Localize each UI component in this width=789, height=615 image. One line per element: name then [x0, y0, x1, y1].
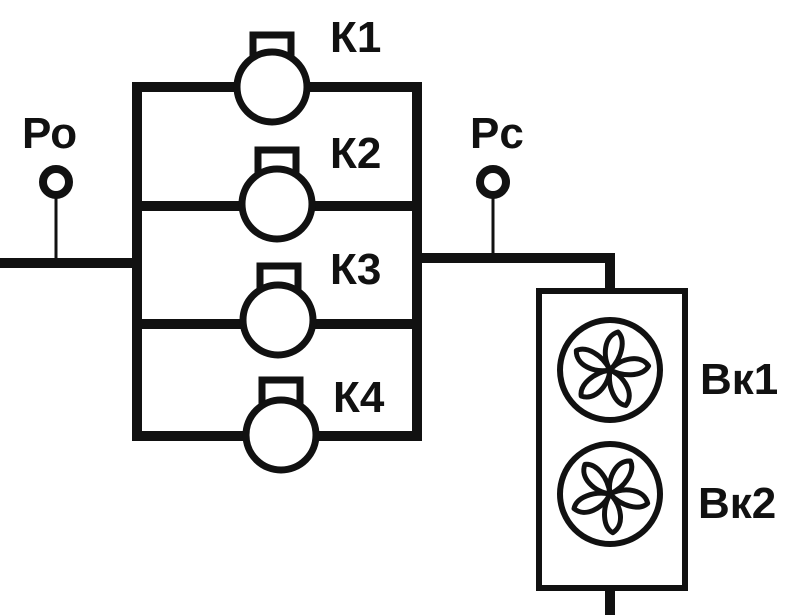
compressor-label-k4: К4: [333, 373, 385, 422]
compressor-label-k1: К1: [330, 13, 381, 62]
compressor-label-k2: К2: [330, 129, 381, 178]
fan-vk2: [557, 441, 663, 547]
compressor-k1: [233, 31, 311, 126]
discharge-line: [417, 253, 615, 291]
fan-label-vk1: Вк1: [700, 355, 778, 404]
fan-label-vk2: Вк2: [698, 479, 776, 528]
fan-vk1: [557, 317, 663, 423]
compressor-label-k3: К3: [330, 245, 381, 294]
discharge-gauge-label: Рс: [470, 109, 524, 158]
compressor-k4: [242, 376, 320, 474]
compressor-k2: [238, 146, 316, 243]
suction-gauge-label: Ро: [22, 109, 77, 158]
discharge-gauge: [476, 165, 510, 199]
suction-gauge: [39, 165, 73, 199]
compressor-k3: [239, 262, 317, 359]
